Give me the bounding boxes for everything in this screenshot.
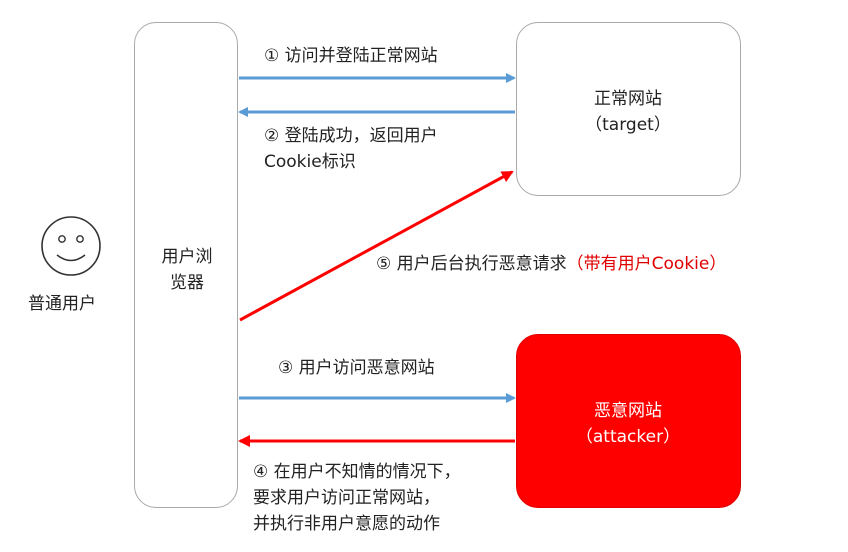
user-label: 普通用户 bbox=[28, 294, 96, 314]
step1-label: ① 访问并登陆正常网站 bbox=[264, 46, 438, 66]
attacker-site-tag: （attacker） bbox=[575, 427, 681, 447]
step2-label-line2: Cookie标识 bbox=[264, 152, 356, 172]
step5-label-note: （带有用户Cookie） bbox=[566, 254, 727, 274]
step3-label: ③ 用户访问恶意网站 bbox=[278, 358, 435, 378]
step4-label-line2: 要求用户访问正常网站， bbox=[253, 488, 440, 508]
attacker-site-name: 恶意网站 bbox=[594, 401, 662, 421]
target-site-box: 正常网站 （target） bbox=[516, 22, 741, 196]
step2-label-line1: ② 登陆成功，返回用户 bbox=[264, 126, 438, 146]
step4-label-line1: ④ 在用户不知情的情况下， bbox=[253, 462, 461, 482]
target-site-name: 正常网站 bbox=[594, 89, 662, 109]
browser-label-line2: 览器 bbox=[170, 273, 204, 293]
browser-box: 用户浏 览器 bbox=[134, 22, 238, 508]
step4-label-line3: 并执行非用户意愿的动作 bbox=[253, 514, 440, 534]
browser-label-line1: 用户浏 bbox=[161, 247, 213, 267]
step5-label-main: ⑤ 用户后台执行恶意请求 bbox=[376, 254, 567, 274]
target-site-tag: （target） bbox=[585, 115, 671, 135]
attacker-site-box: 恶意网站 （attacker） bbox=[516, 334, 741, 508]
user-smiley-icon bbox=[41, 216, 101, 276]
arrow-step5 bbox=[239, 170, 514, 322]
step5-label: ⑤ 用户后台执行恶意请求（带有用户Cookie） bbox=[376, 252, 726, 276]
